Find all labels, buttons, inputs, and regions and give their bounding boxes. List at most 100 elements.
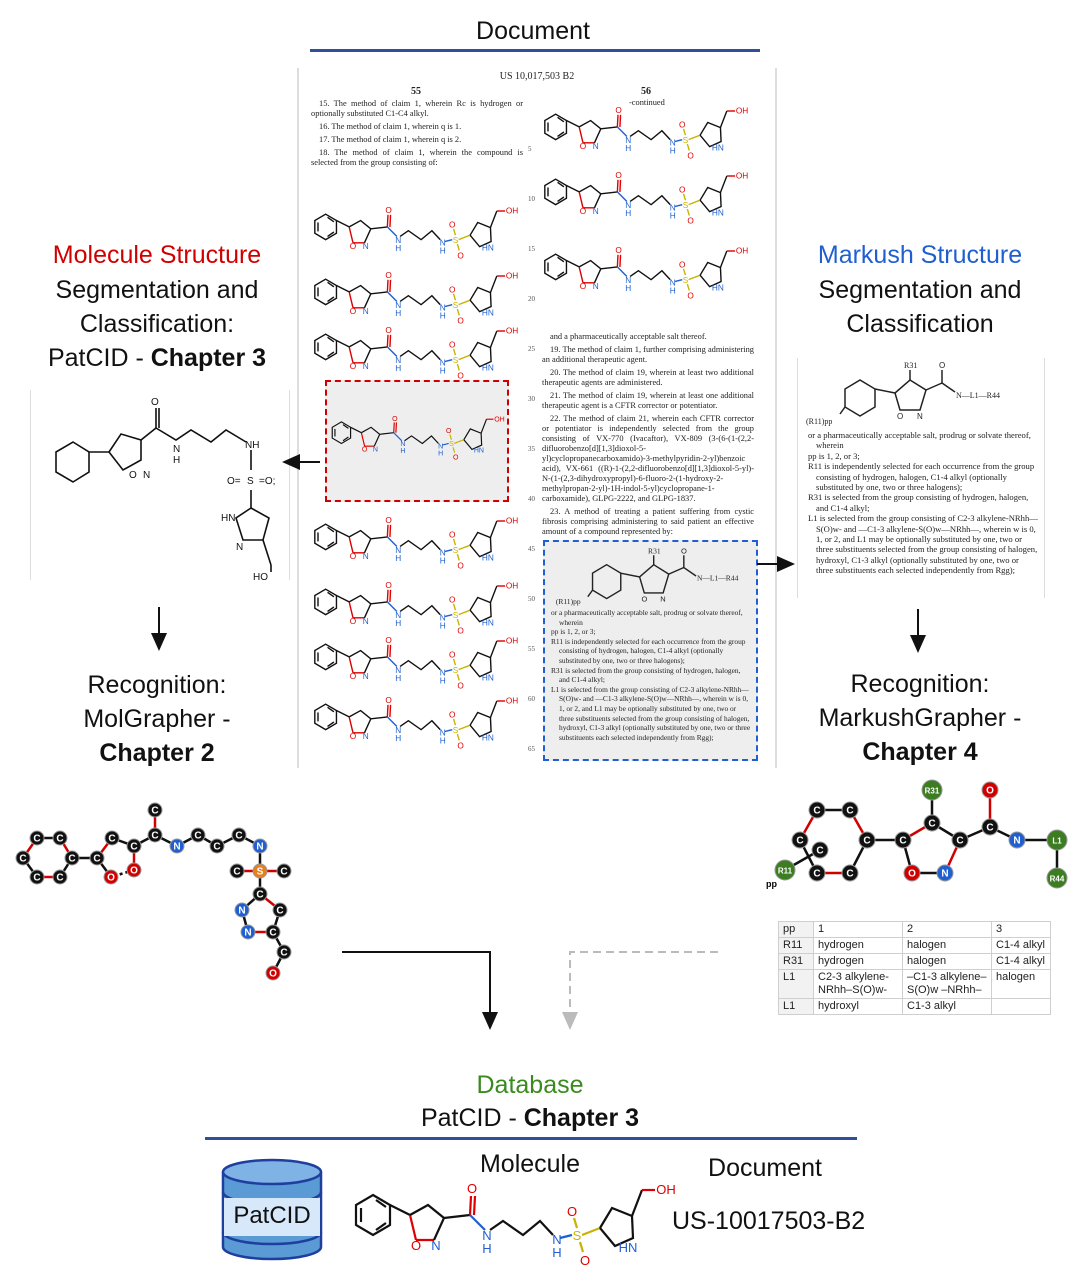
- markush-line: L1 is selected from the group consisting…: [808, 513, 1038, 576]
- table-cell: C1-4 alkyl: [991, 953, 1051, 970]
- svg-text:C: C: [233, 867, 240, 878]
- atom-label: O: [129, 470, 137, 481]
- svg-text:L1: L1: [1052, 837, 1062, 846]
- cropped-molecule: O N O N H NH O=S=O; HN N HO: [55, 397, 275, 583]
- line-number: 30: [528, 395, 535, 403]
- svg-text:C: C: [928, 819, 935, 830]
- svg-text:C: C: [269, 928, 276, 939]
- atom-node: C: [104, 830, 120, 846]
- r11pp-label: (R11)pp: [806, 417, 832, 426]
- atom-node: C: [791, 831, 809, 849]
- atom-node: C: [858, 831, 876, 849]
- arrow-to-markush-crop: [757, 556, 795, 572]
- svg-text:C: C: [56, 873, 63, 884]
- atom-node: C: [29, 869, 45, 885]
- svg-text:O: O: [107, 873, 115, 884]
- patent-page: US 10,017,503 B2 55 56 -continued 15. Th…: [297, 68, 777, 768]
- tail-label: N—L1—R44: [697, 574, 739, 583]
- table-cell: L1: [778, 969, 814, 999]
- svg-text:N: N: [244, 928, 251, 939]
- atom-node: N: [240, 924, 256, 940]
- line-number: 25: [528, 345, 535, 353]
- atom-node: L1: [1046, 829, 1068, 851]
- svg-text:C: C: [846, 869, 853, 880]
- atom-node: C: [841, 801, 859, 819]
- page-molecule: [311, 203, 521, 261]
- svg-text:=O;: =O;: [259, 476, 275, 487]
- svg-text:C: C: [816, 846, 823, 857]
- atom-node: C: [126, 838, 142, 854]
- claim: 18. The method of claim 1, wherein the c…: [311, 148, 523, 167]
- svg-text:C: C: [863, 836, 870, 847]
- claim: 17. The method of claim 1, wherein q is …: [319, 135, 462, 144]
- line-number: 50: [528, 595, 535, 603]
- page-molecule: [541, 243, 751, 301]
- claim: 23. A method of treating a patient suffe…: [542, 507, 754, 536]
- line-number: 60: [528, 695, 535, 703]
- page-molecule: [311, 268, 521, 326]
- table-cell: [991, 998, 1051, 1015]
- cropped-markush-text: or a pharmaceutically acceptable salt, p…: [808, 430, 1038, 576]
- title-underline: [310, 49, 760, 52]
- database-icon: [221, 1158, 323, 1261]
- line-number: 10: [528, 195, 535, 203]
- svg-text:C: C: [813, 869, 820, 880]
- atom-node: O: [126, 862, 142, 878]
- table-cell: R31: [778, 953, 814, 970]
- svg-text:O: O: [986, 786, 994, 797]
- svg-text:C: C: [280, 948, 287, 959]
- table-cell: hydroxyl: [813, 998, 903, 1015]
- atom-label: N: [236, 542, 243, 553]
- left-heading-1: Molecule Structure: [52, 241, 262, 269]
- atom-node: N: [169, 838, 185, 854]
- segmented-markush-box[interactable]: R31 (R11)pp N—L1—R44 or a pharmaceutical…: [543, 540, 758, 761]
- atom-node: C: [808, 864, 826, 882]
- segmented-molecule-box[interactable]: [325, 380, 509, 502]
- atom-node: C: [951, 831, 969, 849]
- page-markush-text: or a pharmaceutically acceptable salt, p…: [551, 608, 751, 742]
- svg-text:C: C: [19, 854, 26, 865]
- atom-node: C: [15, 850, 31, 866]
- flow-arrows: [342, 951, 718, 1030]
- claim: and a pharmaceutically acceptable salt t…: [550, 332, 707, 341]
- atom-label: N: [173, 444, 180, 455]
- atom-node: C: [981, 818, 999, 836]
- right-heading-3: Classification: [846, 310, 994, 338]
- atom-node: C: [52, 830, 68, 846]
- atom-node: C: [923, 814, 941, 832]
- r31-label: R31: [648, 546, 661, 555]
- svg-text:R44: R44: [1050, 875, 1065, 884]
- svg-text:C: C: [280, 867, 287, 878]
- right-recognition-1: Recognition:: [850, 670, 990, 698]
- svg-text:C: C: [213, 842, 220, 853]
- atom-node: R11: [774, 859, 796, 881]
- left-recognition-3: Chapter 2: [99, 739, 215, 767]
- page-molecule: [311, 633, 521, 691]
- svg-text:C: C: [276, 906, 283, 917]
- column-number-right: 56: [641, 86, 651, 97]
- svg-text:C: C: [151, 806, 158, 817]
- svg-text:C: C: [235, 831, 242, 842]
- arrow-down-left: [151, 607, 167, 651]
- cropped-markush-structure: R31 (R11)pp N—L1—R44: [806, 360, 1000, 426]
- table-cell: pp: [778, 921, 814, 938]
- atom-node: C: [276, 944, 292, 960]
- atom-node: N: [252, 838, 268, 854]
- database-subtitle: PatCID - Chapter 3: [380, 1101, 680, 1135]
- atom-node: C: [808, 801, 826, 819]
- svg-text:C: C: [796, 836, 803, 847]
- atom-node: C: [64, 850, 80, 866]
- svg-text:C: C: [56, 834, 63, 845]
- table-cell: C1-4 alkyl: [991, 937, 1051, 954]
- svg-text:O=: O=: [227, 476, 241, 487]
- claim: 15. The method of claim 1, wherein Rc is…: [311, 99, 523, 118]
- line-number: 35: [528, 445, 535, 453]
- svg-text:C: C: [956, 836, 963, 847]
- atom-node: O: [981, 781, 999, 799]
- svg-text:C: C: [130, 842, 137, 853]
- atom-node: C: [252, 886, 268, 902]
- claim: 21. The method of claim 19, wherein at l…: [542, 391, 754, 410]
